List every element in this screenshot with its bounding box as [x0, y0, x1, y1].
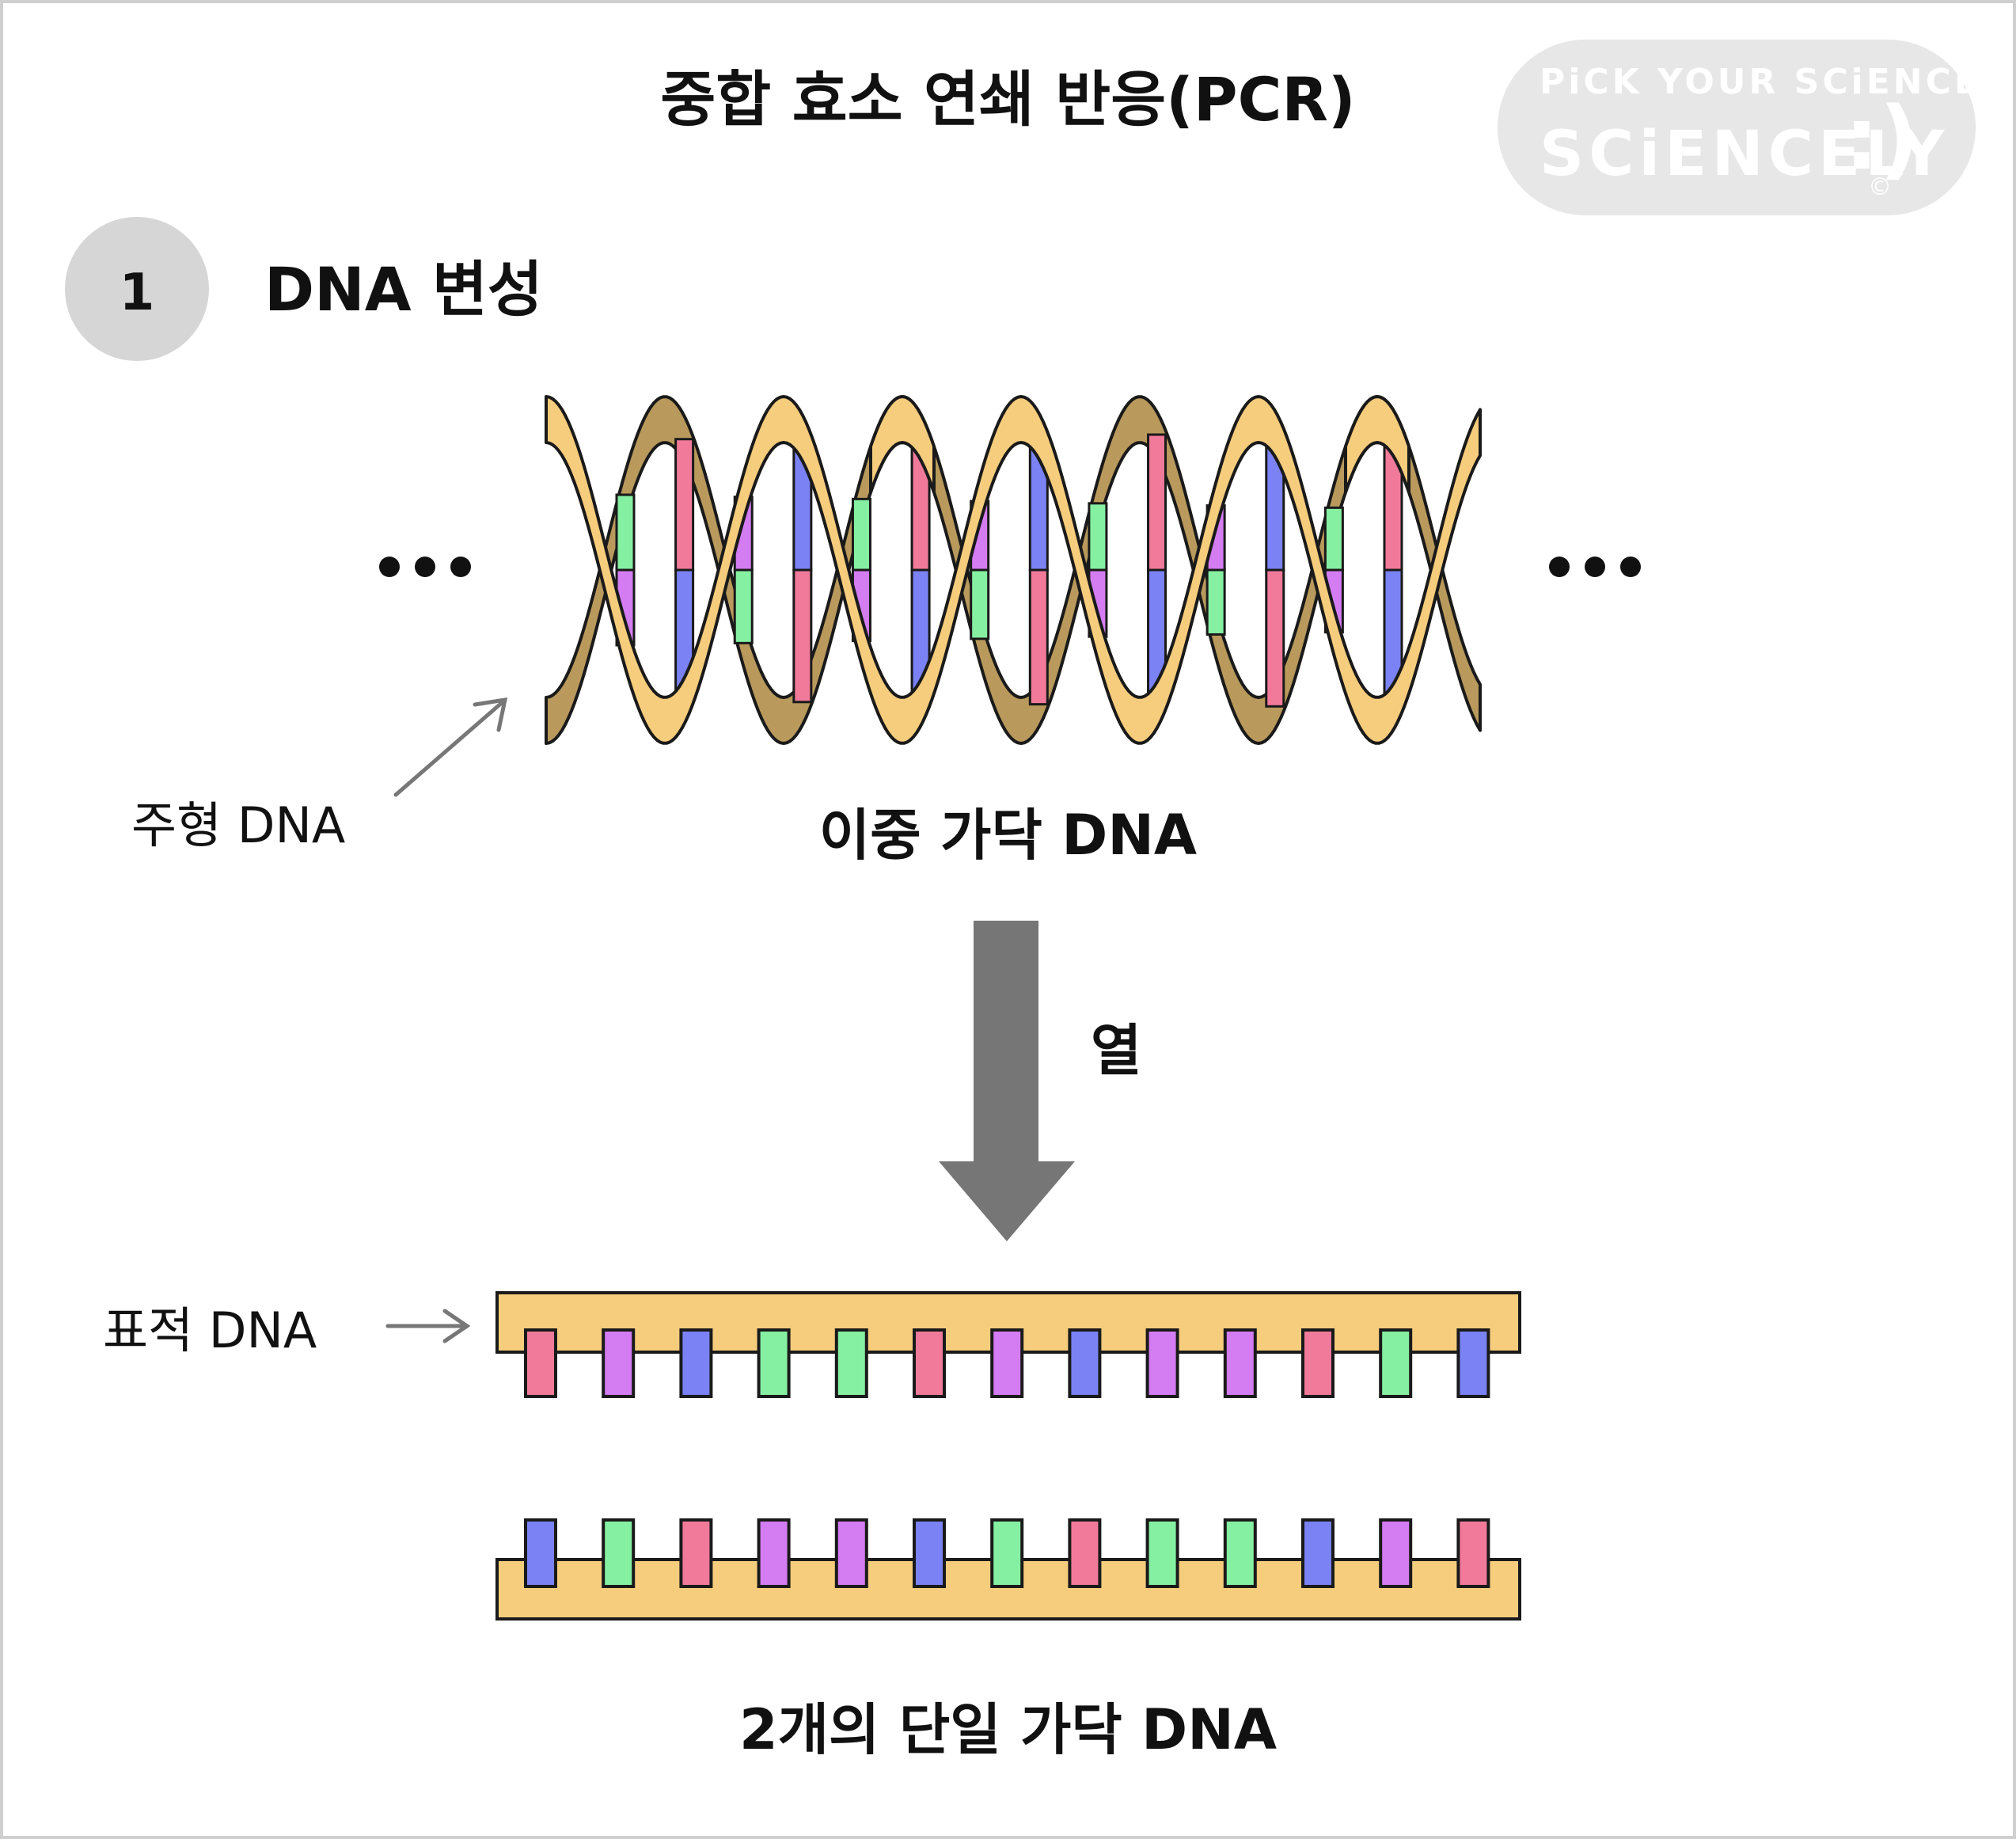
nucleotide-base-green [990, 1518, 1024, 1588]
nucleotide-base-red [1301, 1328, 1335, 1398]
nucleotide-base-green [1145, 1518, 1179, 1588]
nucleotide-base-green [1223, 1518, 1257, 1588]
nucleotide-base-purple [990, 1328, 1024, 1398]
nucleotide-base-blue [1301, 1518, 1335, 1588]
heat-arrow [939, 921, 1075, 1241]
page-title: 중합 효소 연쇄 반응(PCR) [660, 64, 1356, 135]
helix-base-green [733, 568, 754, 644]
helix-crossover-segment [1344, 395, 1410, 494]
nucleotide-base-blue [679, 1328, 713, 1398]
step-number-badge [65, 217, 209, 361]
logo-smile-icon: :) [1844, 88, 1919, 189]
nucleotide-base-blue [913, 1518, 946, 1588]
helix-crossover-segment [869, 395, 936, 494]
nucleotide-base-red [913, 1328, 946, 1398]
nucleotide-base-red [679, 1518, 713, 1588]
nucleotide-base-purple [757, 1518, 791, 1588]
nucleotide-base-purple [1379, 1518, 1413, 1588]
helix-base-green [615, 493, 636, 572]
helix-base-red [1265, 568, 1285, 708]
helix-base-red [674, 438, 695, 572]
heat-label: 열 [1091, 1018, 1142, 1083]
sciencely-logo [1498, 40, 1976, 215]
helix-base-green [851, 497, 871, 572]
helix-base-green [1323, 506, 1344, 572]
nucleotide-base-green [834, 1328, 868, 1398]
nucleotide-base-purple [834, 1518, 868, 1588]
logo-tagline: PiCK YOUR SCiENCE [1540, 62, 1981, 102]
nucleotide-base-green [757, 1328, 791, 1398]
helix-base-green [970, 568, 990, 640]
helix-base-green [1205, 568, 1226, 636]
template-pointer-arrow [393, 697, 508, 797]
target-pointer-arrow [385, 1309, 471, 1343]
double-strand-label: 이중 가닥 DNA [818, 803, 1198, 868]
nucleotide-base-purple [602, 1328, 636, 1398]
helix-base-red [792, 568, 813, 704]
nucleotide-base-green [1379, 1328, 1413, 1398]
target-dna-label: 표적 DNA [103, 1301, 317, 1359]
helix-front-ribbon [545, 395, 1482, 745]
logo-copyright: © [1868, 173, 1892, 201]
nucleotide-base-purple [1223, 1328, 1257, 1398]
nucleotide-base-green [602, 1518, 636, 1588]
nucleotide-base-red [1456, 1518, 1490, 1588]
template-dna-label: 주형 DNA [131, 796, 346, 854]
complementary-dna-strand [495, 1518, 1521, 1621]
helix-base-red [1147, 433, 1167, 572]
right-ellipsis [1549, 557, 1641, 577]
left-ellipsis [379, 557, 471, 577]
nucleotide-base-red [1068, 1518, 1102, 1588]
step-title: DNA 변성 [264, 254, 543, 325]
nucleotide-base-blue [524, 1518, 557, 1588]
step-number: 1 [119, 264, 155, 322]
target-dna-strand [495, 1291, 1521, 1398]
nucleotide-base-red [524, 1328, 557, 1398]
helix-front-strand [545, 395, 1482, 745]
helix-base-green [1088, 502, 1108, 572]
helix-base-red [1028, 568, 1049, 706]
single-strands-label: 2개의 단일 가닥 DNA [738, 1697, 1278, 1762]
nucleotide-base-purple [1145, 1328, 1179, 1398]
nucleotide-base-blue [1068, 1328, 1102, 1398]
logo-wordmark: SCiENCELY [1540, 119, 1950, 190]
nucleotide-base-blue [1456, 1328, 1490, 1398]
